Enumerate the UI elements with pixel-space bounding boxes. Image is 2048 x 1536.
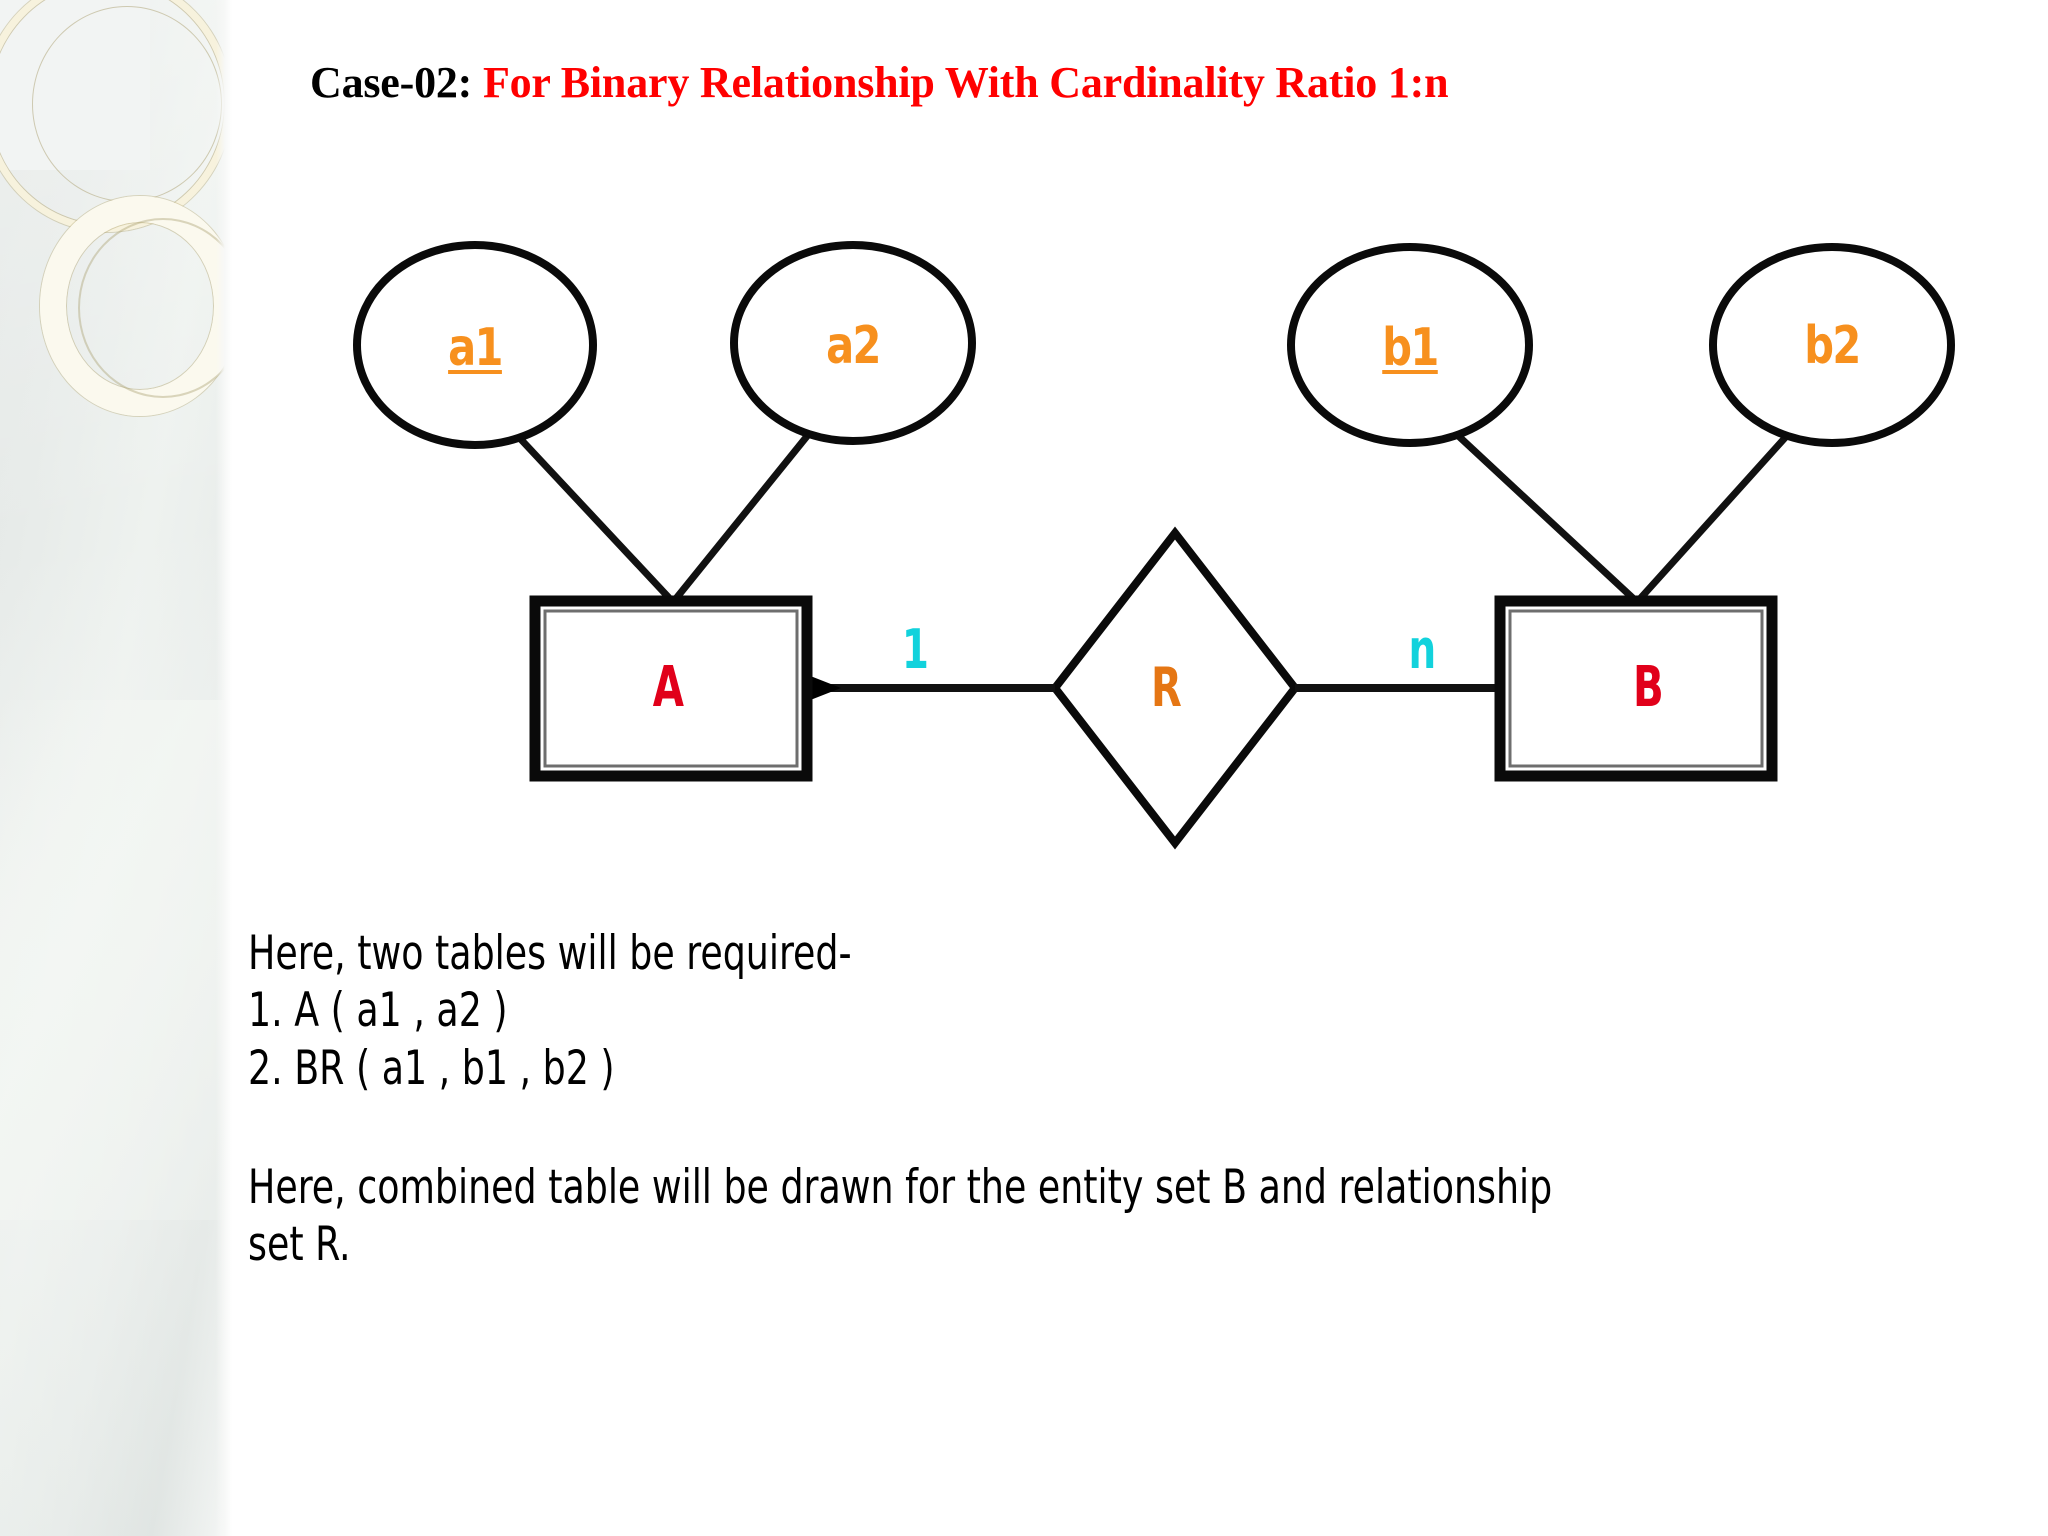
- title-case-label: Case-02:: [310, 58, 473, 107]
- title-description: For Binary Relationship With Cardinality…: [482, 58, 1449, 107]
- edge-a2-to-A: [671, 427, 815, 604]
- body-paragraph: Here, combined table will be drawn for t…: [248, 1159, 1968, 1274]
- cardinality-label-n: n: [1408, 618, 1437, 681]
- body-line-table-1: 1. A ( a1 , a2 ): [248, 983, 508, 1039]
- attribute-label-a1: a1: [448, 318, 503, 378]
- edge-a1-to-A: [511, 429, 675, 604]
- relationship-label-R: R: [1150, 656, 1182, 719]
- sidebar-ring-thin-icon: [32, 6, 222, 202]
- entity-label-B: B: [1632, 655, 1664, 720]
- body-paragraph-line-2: set R.: [248, 1217, 351, 1273]
- entity-label-A: A: [652, 655, 684, 720]
- page-title: Case-02: For Binary Relationship With Ca…: [310, 57, 1449, 108]
- decorative-sidebar: [0, 0, 232, 1536]
- sidebar-edge-fade: [216, 0, 232, 1536]
- sidebar-soft-band: [0, 700, 232, 1220]
- edge-b2-to-B: [1635, 427, 1795, 604]
- body-line-intro: Here, two tables will be required-: [248, 926, 852, 981]
- attribute-label-b1: b1: [1382, 318, 1439, 378]
- body-line-table-2: 2. BR ( a1 , b1 , b2 ): [248, 1040, 615, 1096]
- attribute-label-a2: a2: [826, 316, 881, 376]
- cardinality-label-1: 1: [901, 618, 929, 681]
- attribute-label-b2: b2: [1804, 316, 1861, 376]
- body-paragraph-line-1: Here, combined table will be drawn for t…: [248, 1159, 1553, 1215]
- body-text-block: Here, two tables will be required- 1. A …: [248, 925, 1988, 1274]
- sidebar-ring-inner-icon: [78, 218, 232, 398]
- edge-b1-to-B: [1449, 427, 1639, 604]
